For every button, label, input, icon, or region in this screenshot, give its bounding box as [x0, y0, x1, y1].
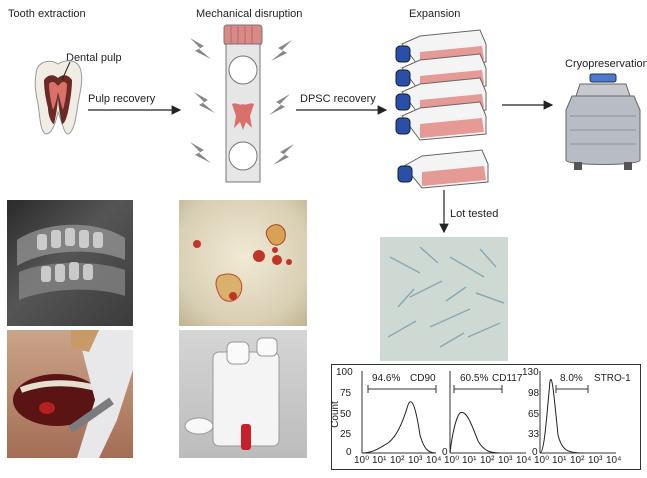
- p2-xtick-1: 10⁰: [444, 455, 460, 466]
- cryo-tank-icon: [565, 73, 641, 170]
- p2-xtick-4: 10³: [498, 455, 513, 466]
- panel3-ytick-3: 65: [528, 409, 540, 420]
- cd117-percent: 60.5%: [460, 373, 489, 384]
- flask-stack-icon: [395, 29, 487, 141]
- ytick-4: 25: [340, 429, 352, 440]
- xray-photo: [7, 200, 133, 326]
- ytick-2: 75: [340, 388, 352, 399]
- bottle-photo: [179, 330, 307, 458]
- extraction-photo: [7, 330, 133, 458]
- step-expansion: Expansion: [409, 8, 461, 20]
- p3-xtick-5: 10⁴: [606, 455, 622, 466]
- p3-xtick-4: 10³: [588, 455, 603, 466]
- lot-tested-label: Lot tested: [450, 208, 499, 220]
- p3-xtick-1: 10⁰: [534, 455, 550, 466]
- flow-cytometry-panel: 100 75 50 25 0 Count 0 130 98 65 33 0 94…: [329, 364, 641, 470]
- pulp-recovery-label: Pulp recovery: [88, 93, 156, 105]
- dental-pulp-pointer: [61, 61, 71, 81]
- cell-culture-photo: [380, 237, 508, 361]
- flow-histograms: [361, 371, 616, 454]
- dental-pulp-label: Dental pulp: [66, 52, 122, 64]
- ytick-5: 0: [346, 447, 352, 458]
- cd117-marker: CD117: [492, 373, 523, 384]
- cd90-percent: 94.6%: [372, 373, 401, 384]
- p2-xtick-3: 10²: [480, 455, 495, 466]
- panel2-ytick: 0: [442, 447, 448, 458]
- p1-xtick-1: 10⁰: [354, 455, 370, 466]
- disruption-lightning-icons: [190, 38, 294, 165]
- step-mechanical-disruption: Mechanical disruption: [196, 8, 303, 20]
- single-flask-icon: [397, 149, 489, 189]
- histogram-cd117: [449, 411, 501, 454]
- p3-xtick-2: 10¹: [552, 455, 567, 466]
- histogram-cd90: [361, 401, 437, 454]
- ytick-3: 50: [340, 409, 352, 420]
- histogram-stro1: [539, 378, 585, 454]
- dpsc-recovery-label: DPSC recovery: [300, 93, 376, 105]
- p1-xtick-3: 10²: [390, 455, 405, 466]
- p3-xtick-3: 10²: [570, 455, 585, 466]
- stro1-marker: STRO-1: [594, 373, 631, 384]
- p2-xtick-2: 10¹: [462, 455, 477, 466]
- panel3-ytick-1: 130: [522, 367, 539, 378]
- panel3-ytick-4: 33: [528, 429, 540, 440]
- panel3-ytick-2: 98: [528, 388, 540, 399]
- tooth-cross-section-icon: [34, 60, 83, 135]
- panel3-ytick-5: 0: [532, 447, 538, 458]
- step-tooth-extraction: Tooth extraction: [8, 8, 86, 20]
- stro1-percent: 8.0%: [560, 373, 583, 384]
- cd90-marker: CD90: [410, 373, 436, 384]
- p1-xtick-2: 10¹: [372, 455, 387, 466]
- p1-xtick-5: 10⁴: [426, 455, 442, 466]
- disruption-tube-icon: [223, 24, 263, 183]
- step-cryopreservation: Cryopreservation: [565, 58, 647, 70]
- y-axis-label: Count: [329, 401, 341, 428]
- pulp-tissue-photo: [179, 200, 307, 326]
- p2-xtick-5: 10⁴: [516, 455, 532, 466]
- p1-xtick-4: 10³: [408, 455, 423, 466]
- ytick-1: 100: [336, 367, 353, 378]
